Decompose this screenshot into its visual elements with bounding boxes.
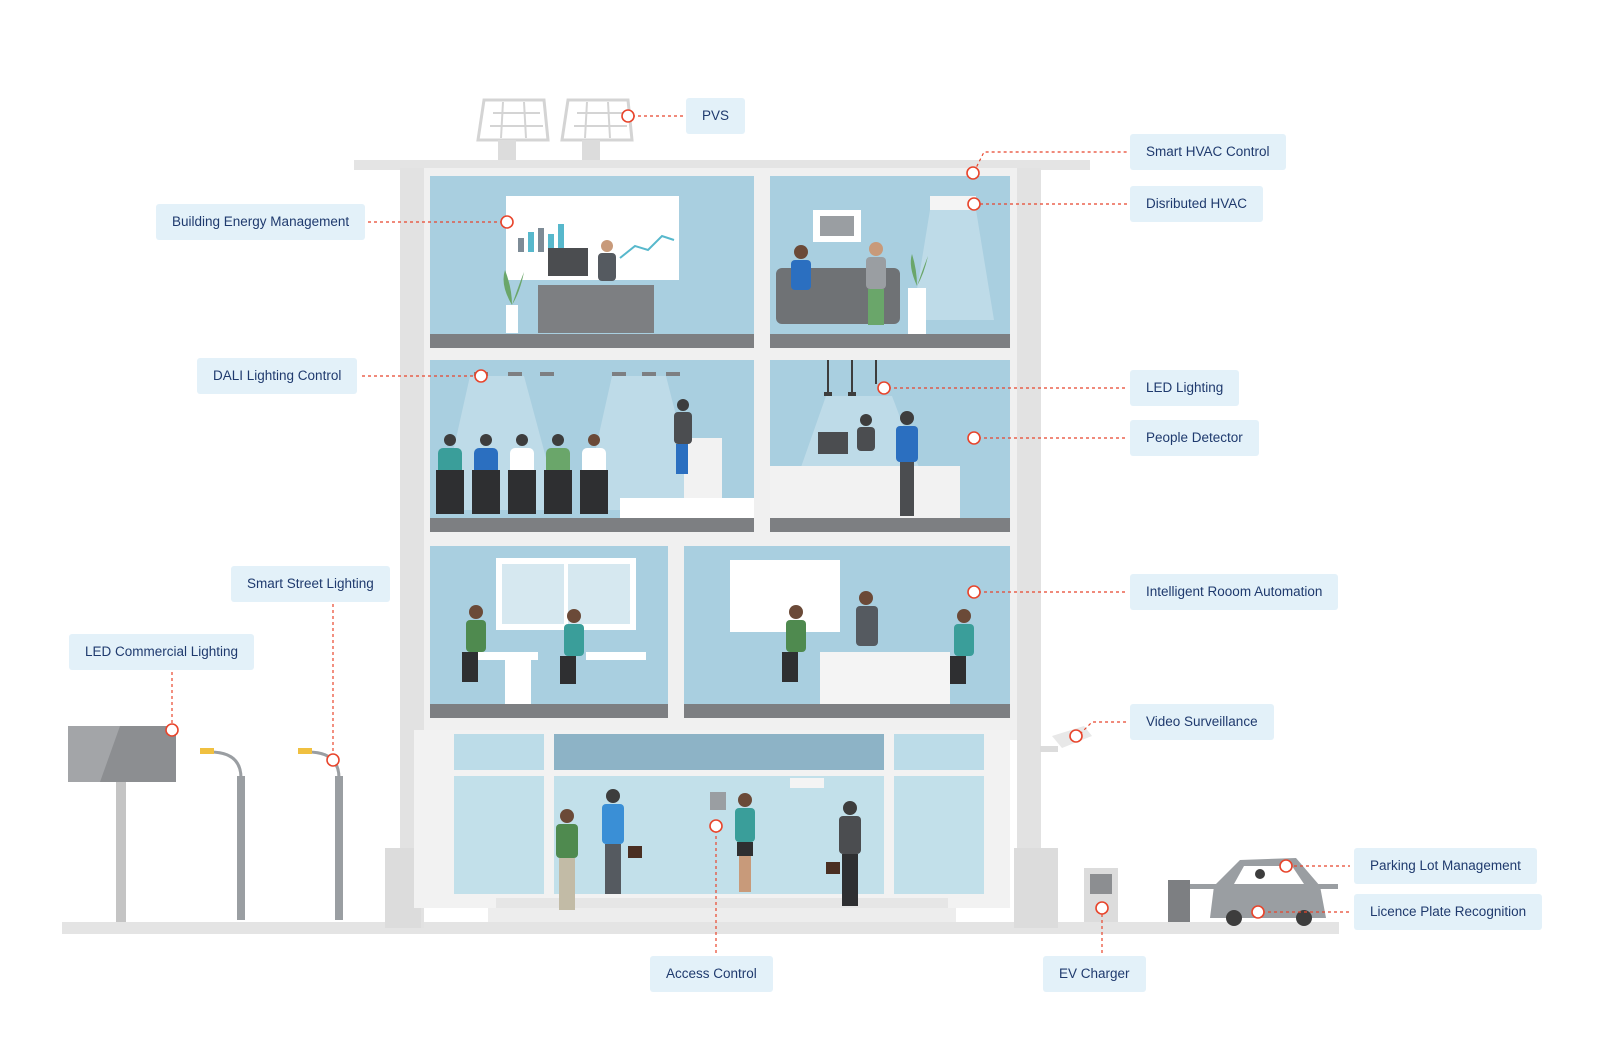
label-smart-hvac-control: Smart HVAC Control bbox=[1130, 134, 1286, 170]
label-pvs: PVS bbox=[686, 98, 746, 134]
street-lamp-icon bbox=[200, 748, 245, 920]
person-icon bbox=[791, 245, 811, 290]
room-floor bbox=[430, 334, 754, 348]
presenter-icon bbox=[674, 399, 692, 474]
room-floor bbox=[770, 334, 1010, 348]
label-building-energy-management: Building Energy Management bbox=[156, 204, 366, 240]
room-floor bbox=[430, 518, 754, 532]
lobby-window bbox=[454, 776, 544, 894]
label-licence-plate-recognition: Licence Plate Recognition bbox=[1354, 894, 1543, 930]
solar-panel-icon bbox=[560, 98, 634, 160]
room-floor bbox=[770, 518, 1010, 532]
monitor bbox=[548, 248, 588, 276]
meeting-table bbox=[820, 652, 950, 704]
solar-panel-icon bbox=[476, 98, 550, 160]
projector-screen bbox=[730, 560, 840, 632]
camera-icon bbox=[1040, 726, 1092, 752]
desk bbox=[586, 652, 646, 660]
label-distributed-hvac: Disributed HVAC bbox=[1130, 186, 1264, 222]
air-conditioner-icon bbox=[930, 196, 976, 210]
person-icon bbox=[866, 242, 886, 325]
stage bbox=[620, 498, 754, 518]
label-ev-charger: EV Charger bbox=[1043, 956, 1146, 992]
plant-icon bbox=[908, 254, 928, 334]
dashboard-screen bbox=[506, 196, 679, 280]
ground bbox=[62, 922, 1339, 934]
ceiling-sensor-icon bbox=[790, 778, 824, 788]
reception-desk bbox=[770, 466, 960, 518]
billboard bbox=[68, 726, 176, 922]
car-icon bbox=[1210, 858, 1326, 926]
person-icon bbox=[857, 414, 875, 451]
label-dali-lighting-control: DALI Lighting Control bbox=[197, 358, 358, 394]
person-icon bbox=[782, 605, 806, 682]
hvac-airflow bbox=[912, 210, 994, 320]
callout-markers bbox=[165, 109, 1293, 919]
person-icon bbox=[602, 789, 642, 894]
person-icon bbox=[556, 809, 578, 910]
roof-slab bbox=[354, 160, 1090, 170]
lobby-glass bbox=[454, 734, 544, 770]
audience-seating bbox=[436, 434, 608, 514]
lobby-steps bbox=[496, 898, 948, 908]
person-icon bbox=[896, 411, 918, 516]
person-icon bbox=[560, 609, 584, 684]
person-icon bbox=[826, 801, 861, 906]
room-floor bbox=[684, 704, 1010, 718]
label-intelligent-room-automation: Intelligent Rooom Automation bbox=[1130, 574, 1339, 610]
lobby-glass bbox=[894, 734, 984, 770]
room-floor bbox=[430, 704, 668, 718]
monitor bbox=[818, 432, 848, 454]
lobby-window bbox=[894, 776, 984, 894]
chart-bars bbox=[518, 238, 524, 252]
person-icon bbox=[462, 605, 486, 682]
card-reader-icon bbox=[710, 792, 726, 810]
right-base bbox=[1014, 848, 1058, 928]
label-access-control: Access Control bbox=[650, 956, 773, 992]
person-icon bbox=[856, 591, 878, 646]
desk bbox=[538, 285, 654, 333]
label-parking-lot-management: Parking Lot Management bbox=[1354, 848, 1537, 884]
light-beam bbox=[582, 376, 700, 510]
label-led-lighting: LED Lighting bbox=[1130, 370, 1240, 406]
label-video-surveillance: Video Surveillance bbox=[1130, 704, 1274, 740]
lobby-canopy bbox=[554, 734, 884, 770]
chart-line bbox=[619, 234, 675, 259]
callout-lines bbox=[171, 115, 1350, 958]
person-icon bbox=[735, 793, 755, 892]
person-icon bbox=[950, 609, 974, 684]
plant-icon bbox=[503, 270, 524, 333]
right-column bbox=[1017, 168, 1041, 928]
label-led-commercial-lighting: LED Commercial Lighting bbox=[69, 634, 255, 670]
lectern bbox=[684, 438, 722, 500]
person-icon bbox=[598, 240, 616, 281]
label-smart-street-lighting: Smart Street Lighting bbox=[231, 566, 390, 602]
desk bbox=[468, 652, 538, 660]
street-lamp-icon bbox=[298, 748, 343, 920]
lobby-steps bbox=[488, 908, 956, 922]
label-people-detector: People Detector bbox=[1130, 420, 1259, 456]
